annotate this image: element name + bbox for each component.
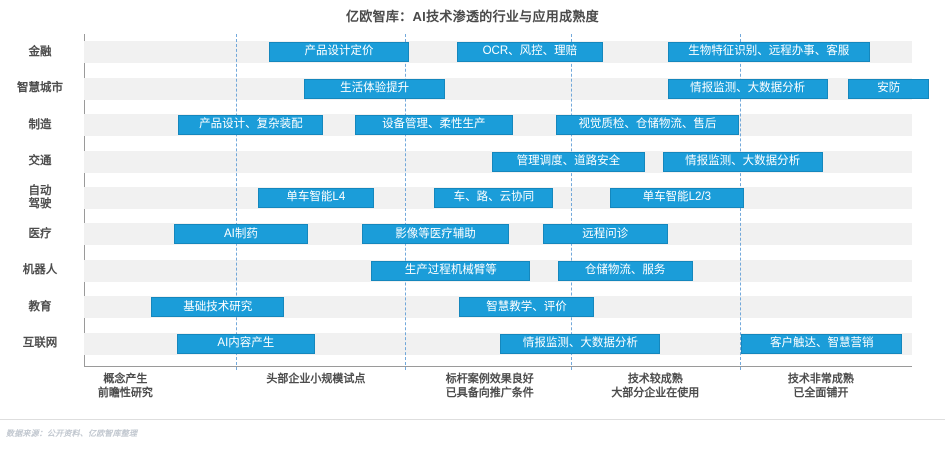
footer-divider <box>0 419 945 420</box>
gridline-1 <box>236 34 238 370</box>
x-axis-tick-5: 技术非常成熟已全面铺开 <box>736 372 906 400</box>
y-label-line: 金融 <box>28 45 52 58</box>
bar-互联网-1[interactable]: AI内容产生 <box>176 333 315 354</box>
bar-互联网-2[interactable]: 情报监测、大数据分析 <box>500 333 661 354</box>
y-label-line: 教育 <box>28 300 52 313</box>
bar-金融-3[interactable]: 生物特征识别、远程办事、客服 <box>667 42 870 63</box>
y-label-line: 驾驶 <box>28 198 52 210</box>
bar-交通-1[interactable]: 管理调度、道路安全 <box>492 151 645 172</box>
y-axis-label-自动驾驶: 自动驾驶 <box>4 185 76 211</box>
y-axis-label-金融: 金融 <box>4 46 76 59</box>
y-label-line: 医疗 <box>28 227 52 240</box>
gridline-3 <box>570 34 572 370</box>
x-label-line2: 前瞻性研究 <box>97 387 153 399</box>
x-label-line2: 已全面铺开 <box>793 387 849 399</box>
bar-教育-2[interactable]: 智慧教学、评价 <box>459 297 595 318</box>
y-label-line: 互联网 <box>22 337 58 350</box>
source-note: 数据来源：公开资料、亿欧智库整理 <box>6 429 138 438</box>
bar-制造-3[interactable]: 视觉质检、仓储物流、售后 <box>555 115 739 136</box>
bar-医疗-2[interactable]: 影像等医疗辅助 <box>362 224 509 245</box>
bar-机器人-1[interactable]: 生产过程机械臂等 <box>371 260 531 281</box>
bar-金融-2[interactable]: OCR、风控、理赔 <box>456 42 604 63</box>
y-label-line: 交通 <box>28 155 52 168</box>
x-label-line1: 头部企业小规模试点 <box>266 373 366 385</box>
y-label-line: 机器人 <box>22 264 58 277</box>
bar-金融-1[interactable]: 产品设计定价 <box>268 42 410 63</box>
y-axis-label-智慧城市: 智慧城市 <box>4 82 76 95</box>
bar-机器人-2[interactable]: 仓储物流、服务 <box>557 260 693 281</box>
bar-互联网-3[interactable]: 客户触达、智慧营销 <box>741 333 903 354</box>
y-axis-label-制造: 制造 <box>4 119 76 132</box>
x-label-line1: 概念产生 <box>103 373 148 385</box>
y-label-line: 自动 <box>28 185 52 197</box>
y-axis-label-交通: 交通 <box>4 155 76 168</box>
page-title: 亿欧智库：AI技术渗透的行业与应用成熟度 <box>345 9 599 24</box>
y-axis-label-医疗: 医疗 <box>4 228 76 241</box>
x-axis-tick-2: 头部企业小规模试点 <box>231 372 401 386</box>
bar-智慧城市-3[interactable]: 安防 <box>848 78 930 99</box>
y-axis-label-教育: 教育 <box>4 301 76 314</box>
x-label-line1: 技术较成熟 <box>627 373 683 385</box>
bar-自动驾驶-1[interactable]: 单车智能L4 <box>257 188 374 208</box>
bar-制造-1[interactable]: 产品设计、复杂装配 <box>178 115 324 136</box>
y-label-line: 制造 <box>28 118 52 131</box>
bar-交通-2[interactable]: 情报监测、大数据分析 <box>662 151 823 172</box>
y-axis-label-机器人: 机器人 <box>4 264 76 277</box>
bar-智慧城市-1[interactable]: 生活体验提升 <box>304 78 445 99</box>
x-axis-tick-1: 概念产生前瞻性研究 <box>40 372 210 400</box>
bar-医疗-3[interactable]: 远程问诊 <box>542 224 668 245</box>
bar-自动驾驶-3[interactable]: 单车智能L2/3 <box>609 188 744 208</box>
x-axis-line <box>84 366 912 367</box>
x-label-line1: 标杆案例效果良好 <box>445 373 534 385</box>
x-label-line2: 已具备向推广条件 <box>445 387 534 399</box>
x-axis-tick-4: 技术较成熟大部分企业在使用 <box>570 372 740 400</box>
x-label-line2: 大部分企业在使用 <box>611 387 700 399</box>
x-label-line1: 技术非常成熟 <box>787 373 854 385</box>
x-axis-tick-3: 标杆案例效果良好已具备向推广条件 <box>405 372 575 400</box>
bar-自动驾驶-2[interactable]: 车、路、云协同 <box>434 188 554 208</box>
bar-教育-1[interactable]: 基础技术研究 <box>151 297 285 318</box>
y-axis-label-互联网: 互联网 <box>4 337 76 350</box>
bar-制造-2[interactable]: 设备管理、柔性生产 <box>354 115 513 136</box>
y-label-line: 智慧城市 <box>17 82 63 95</box>
gridline-2 <box>405 34 407 370</box>
bar-医疗-1[interactable]: AI制药 <box>174 224 308 245</box>
bar-智慧城市-2[interactable]: 情报监测、大数据分析 <box>667 78 828 99</box>
